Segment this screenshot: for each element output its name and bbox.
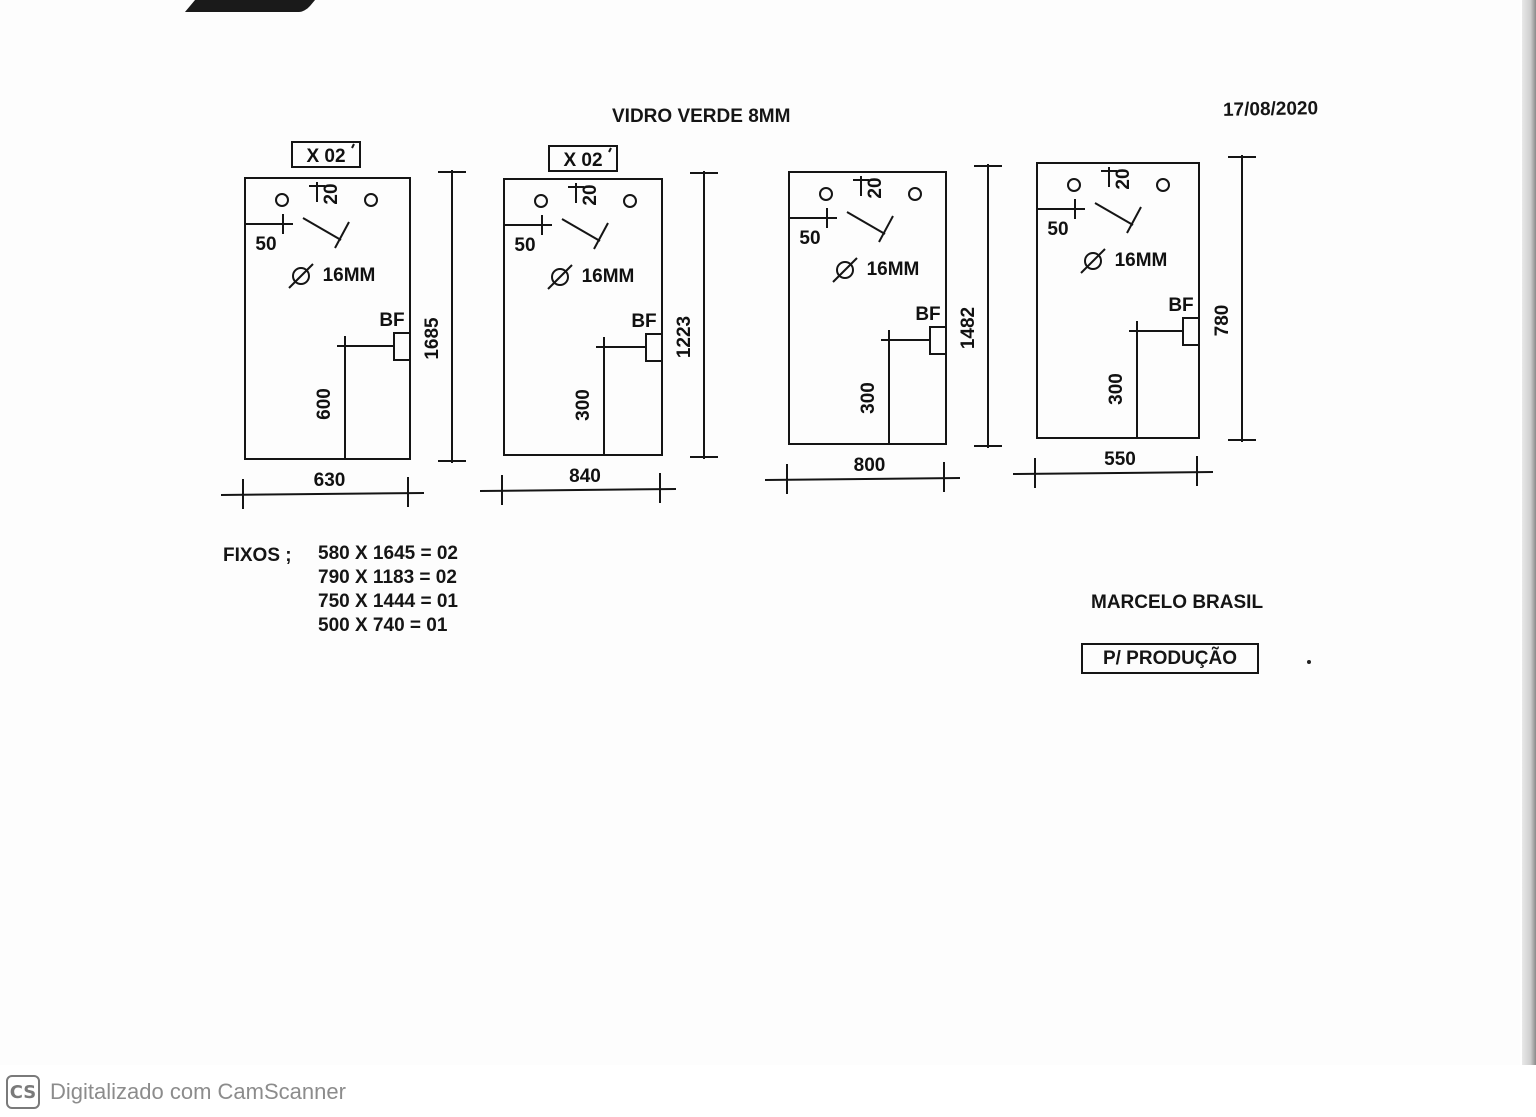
diameter-icon <box>832 257 858 283</box>
glass-panel-outline <box>1036 162 1200 439</box>
dimension-label: 50 <box>255 234 276 255</box>
hole-diameter-label: 16MM <box>1115 250 1168 271</box>
camscanner-watermark-text: Digitalizado com CamScanner <box>50 1079 346 1104</box>
hole-circle <box>364 193 378 207</box>
scan-background <box>0 1065 1536 1117</box>
lock-label: BF <box>379 310 404 331</box>
hole-circle <box>1067 178 1081 192</box>
fixos-item: 500 X 740 = 01 <box>318 615 448 636</box>
panel-width-label: 630 <box>314 470 346 491</box>
diameter-icon <box>551 268 569 286</box>
diagonal-mark <box>334 221 350 249</box>
diameter-icon <box>1084 252 1102 270</box>
diagonal-mark <box>1126 206 1142 234</box>
document-title: VIDRO VERDE 8MM <box>612 106 791 127</box>
lock-box <box>929 326 947 355</box>
lock-label: BF <box>1168 295 1193 316</box>
dimension-label: 20 <box>865 177 886 198</box>
hole-diameter-label: 16MM <box>867 259 920 280</box>
glass-panel-outline <box>244 177 411 460</box>
panel-width-label: 550 <box>1104 449 1136 470</box>
dimension-label: 20 <box>580 184 601 205</box>
hole-circle <box>1156 178 1170 192</box>
glass-panel-outline <box>788 171 947 445</box>
dimension-label: 50 <box>514 235 535 256</box>
dimension-label: 20 <box>1113 168 1134 189</box>
author-name: MARCELO BRASIL <box>1091 592 1264 613</box>
lock-box <box>393 332 411 361</box>
fixos-label: FIXOS ; <box>223 545 292 566</box>
panel-height-label: 1223 <box>674 316 695 358</box>
quantity-box <box>291 141 361 168</box>
fixos-item: 580 X 1645 = 02 <box>318 543 458 564</box>
hole-diameter-label: 16MM <box>582 266 635 287</box>
hole-circle <box>534 194 548 208</box>
dimension-label: 20 <box>321 183 342 204</box>
panel-height-label: 780 <box>1212 305 1233 337</box>
fixos-list: 580 X 1645 = 02 790 X 1183 = 02 750 X 14… <box>318 542 458 638</box>
lock-label: BF <box>631 311 656 332</box>
diameter-icon <box>288 263 314 289</box>
tick-mark <box>608 147 612 153</box>
quantity-label: X 02 <box>563 150 602 171</box>
hole-circle <box>908 187 922 201</box>
diagonal-mark <box>1094 202 1134 226</box>
diagonal-mark <box>302 217 342 241</box>
ink-dot <box>1307 660 1311 664</box>
hole-circle <box>819 187 833 201</box>
dimension-label: 50 <box>799 228 820 249</box>
diagonal-mark <box>593 222 609 250</box>
width-dimension-line <box>764 477 961 481</box>
quantity-box <box>548 145 618 172</box>
panel-width-label: 840 <box>569 466 601 487</box>
camscanner-logo-icon: CS <box>6 1075 40 1109</box>
page-edge-shadow <box>1522 0 1536 1065</box>
lock-height-label: 300 <box>573 389 594 421</box>
production-stamp: P/ PRODUÇÃO <box>1081 643 1259 674</box>
lock-label: BF <box>915 304 940 325</box>
diameter-icon <box>1080 248 1106 274</box>
tick-mark <box>351 143 355 149</box>
glass-panel-outline <box>503 178 663 456</box>
camscanner-footer: CS Digitalizado com CamScanner <box>6 1073 346 1111</box>
panel-height-label: 1482 <box>958 307 979 349</box>
hole-circle <box>623 194 637 208</box>
quantity-label: X 02 <box>306 146 345 167</box>
hole-diameter-label: 16MM <box>323 265 376 286</box>
lock-box <box>1182 317 1200 346</box>
hole-circle <box>275 193 289 207</box>
diameter-icon <box>836 261 854 279</box>
width-dimension-line <box>220 492 425 496</box>
diameter-icon <box>547 264 573 290</box>
lock-height-label: 600 <box>314 388 335 420</box>
diagonal-mark <box>846 211 886 235</box>
fixos-item: 790 X 1183 = 02 <box>318 567 457 588</box>
width-dimension-line <box>1012 471 1214 475</box>
panel-height-label: 1685 <box>422 317 443 360</box>
lock-height-label: 300 <box>858 382 879 414</box>
fixos-item: 750 X 1444 = 01 <box>318 591 458 612</box>
lock-box <box>645 333 663 362</box>
lock-height-label: 300 <box>1106 373 1127 405</box>
width-dimension-line <box>479 488 677 492</box>
diameter-icon <box>292 267 310 285</box>
dimension-label: 50 <box>1047 219 1068 240</box>
diagonal-mark <box>561 218 601 242</box>
panel-width-label: 800 <box>854 455 886 476</box>
diagonal-mark <box>878 215 894 243</box>
